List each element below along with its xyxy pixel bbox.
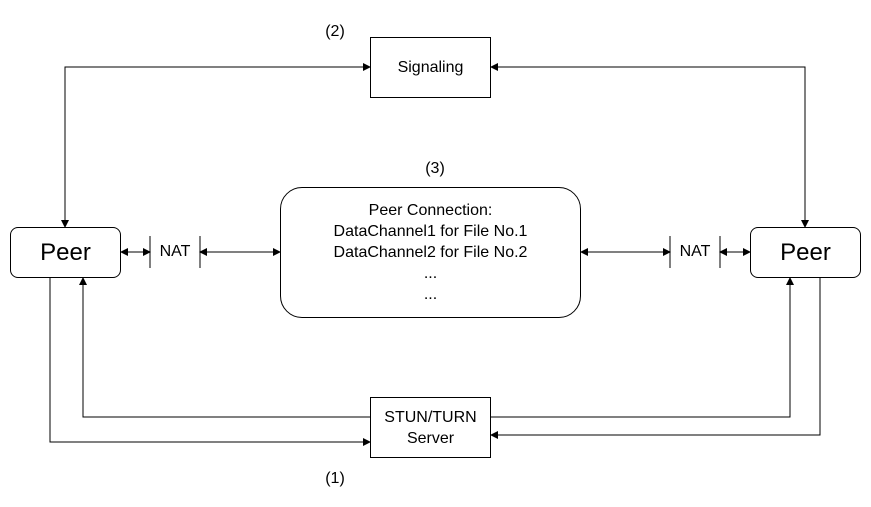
peer-right-label: Peer (780, 238, 831, 266)
stun-label-line1: STUN/TURN (384, 408, 477, 426)
edge-peer-right-to-stun (490, 278, 821, 439)
stun-turn-server-node: STUN/TURN Server (370, 397, 491, 458)
pc-line-3: ... (423, 265, 438, 282)
peer-right-node: Peer (750, 227, 861, 278)
nat-right-label: NAT (679, 243, 711, 260)
pc-line-4: ... (423, 286, 438, 303)
edge-signaling-peer-right (490, 63, 809, 228)
peer-connection-node: Peer Connection: DataChannel1 for File N… (280, 187, 581, 318)
step-label-stun: (1) (325, 470, 345, 487)
edge-stun-to-peer-right (491, 277, 794, 418)
edge-stun-to-peer-left (79, 277, 370, 418)
step-label-peer-connection: (3) (425, 160, 445, 177)
pc-line-0: Peer Connection: (368, 202, 493, 219)
signaling-label: Signaling (397, 59, 464, 76)
signaling-node: Signaling (370, 37, 491, 98)
stun-label-line2: Server (406, 429, 455, 447)
edge-peer-left-signaling (61, 63, 371, 228)
edge-peer-left-to-stun (49, 278, 371, 446)
step-label-signaling: (2) (325, 23, 345, 40)
peer-left-node: Peer (10, 227, 121, 278)
pc-line-2: DataChannel2 for File No.2 (333, 244, 528, 261)
peer-left-label: Peer (40, 238, 91, 266)
nat-left-label: NAT (159, 243, 191, 260)
pc-line-1: DataChannel1 for File No.1 (333, 223, 528, 240)
